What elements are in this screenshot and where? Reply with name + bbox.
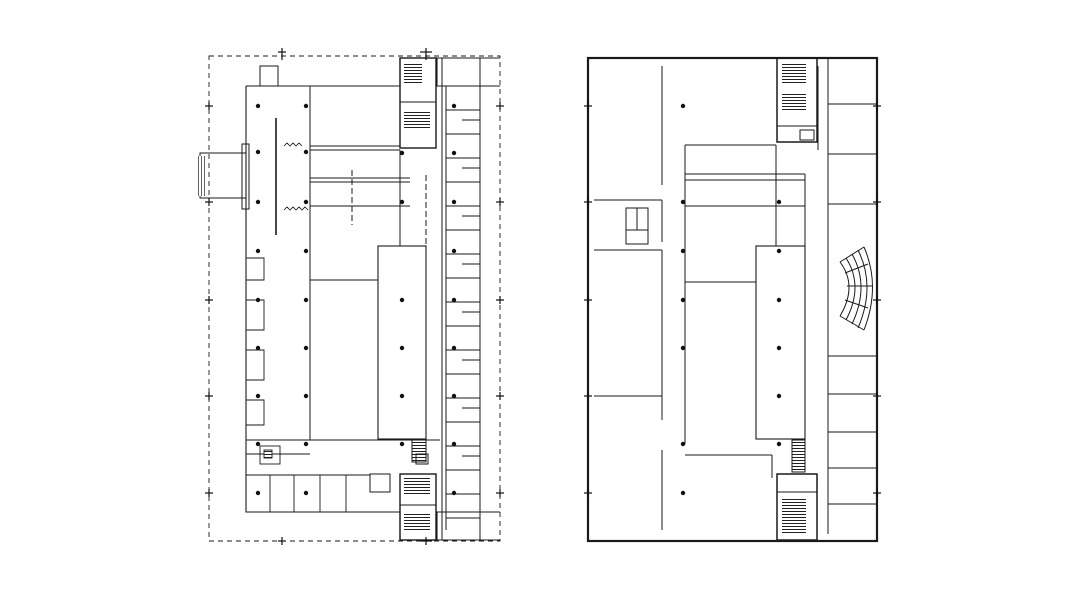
left-west-rooms	[246, 257, 265, 426]
left-chimney	[259, 65, 279, 87]
right-toilet-block-bottom	[776, 473, 818, 541]
left-toilet-block-top	[399, 57, 437, 149]
left-entrance-hatch	[196, 156, 206, 196]
right-stair	[791, 439, 806, 473]
right-columns	[680, 103, 782, 496]
left-entrance-block	[199, 152, 247, 199]
left-south-rooms	[246, 445, 370, 512]
left-grid-markers	[205, 48, 504, 545]
left-floor-plan	[196, 48, 504, 545]
right-core-hall	[755, 245, 806, 440]
right-outer-wall	[586, 56, 879, 543]
right-east-rooms	[828, 103, 877, 505]
left-toilet-block-bottom	[399, 473, 437, 541]
right-floor-plan	[584, 56, 881, 543]
left-columns	[255, 103, 457, 496]
left-east-rooms	[446, 109, 480, 519]
right-toilet-block-top	[776, 57, 818, 143]
right-grid-markers	[584, 102, 881, 497]
left-building-outline	[245, 57, 500, 541]
left-canopy-outline	[208, 55, 501, 542]
right-lecture-seating	[839, 246, 873, 331]
left-stair	[411, 439, 427, 463]
left-core-hall	[377, 245, 427, 440]
